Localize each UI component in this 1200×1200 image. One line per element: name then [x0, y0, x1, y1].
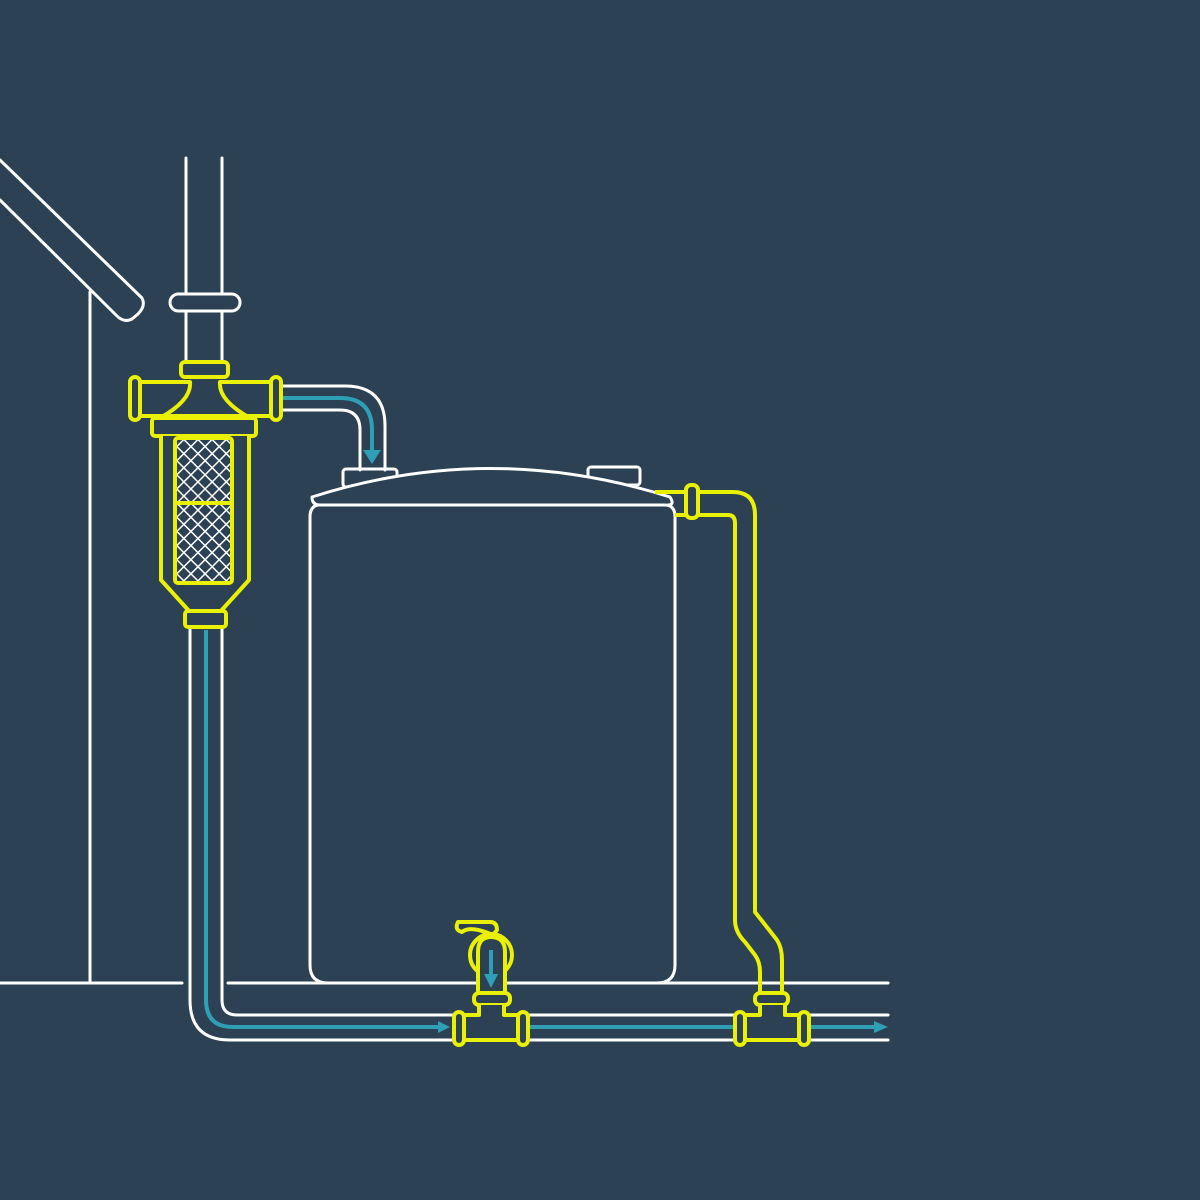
outlet-pipe	[188, 625, 890, 1042]
tee-fitting	[733, 991, 811, 1047]
water-tank	[308, 465, 677, 985]
tank-inlet-pipe	[278, 384, 387, 472]
filter	[128, 360, 283, 629]
drain-valve	[452, 920, 530, 1047]
pipe-clamp	[168, 292, 242, 313]
overflow-pipe	[655, 483, 784, 995]
house-roof	[0, 158, 145, 322]
supply-pipe	[184, 156, 224, 364]
filter-mesh	[173, 436, 234, 585]
